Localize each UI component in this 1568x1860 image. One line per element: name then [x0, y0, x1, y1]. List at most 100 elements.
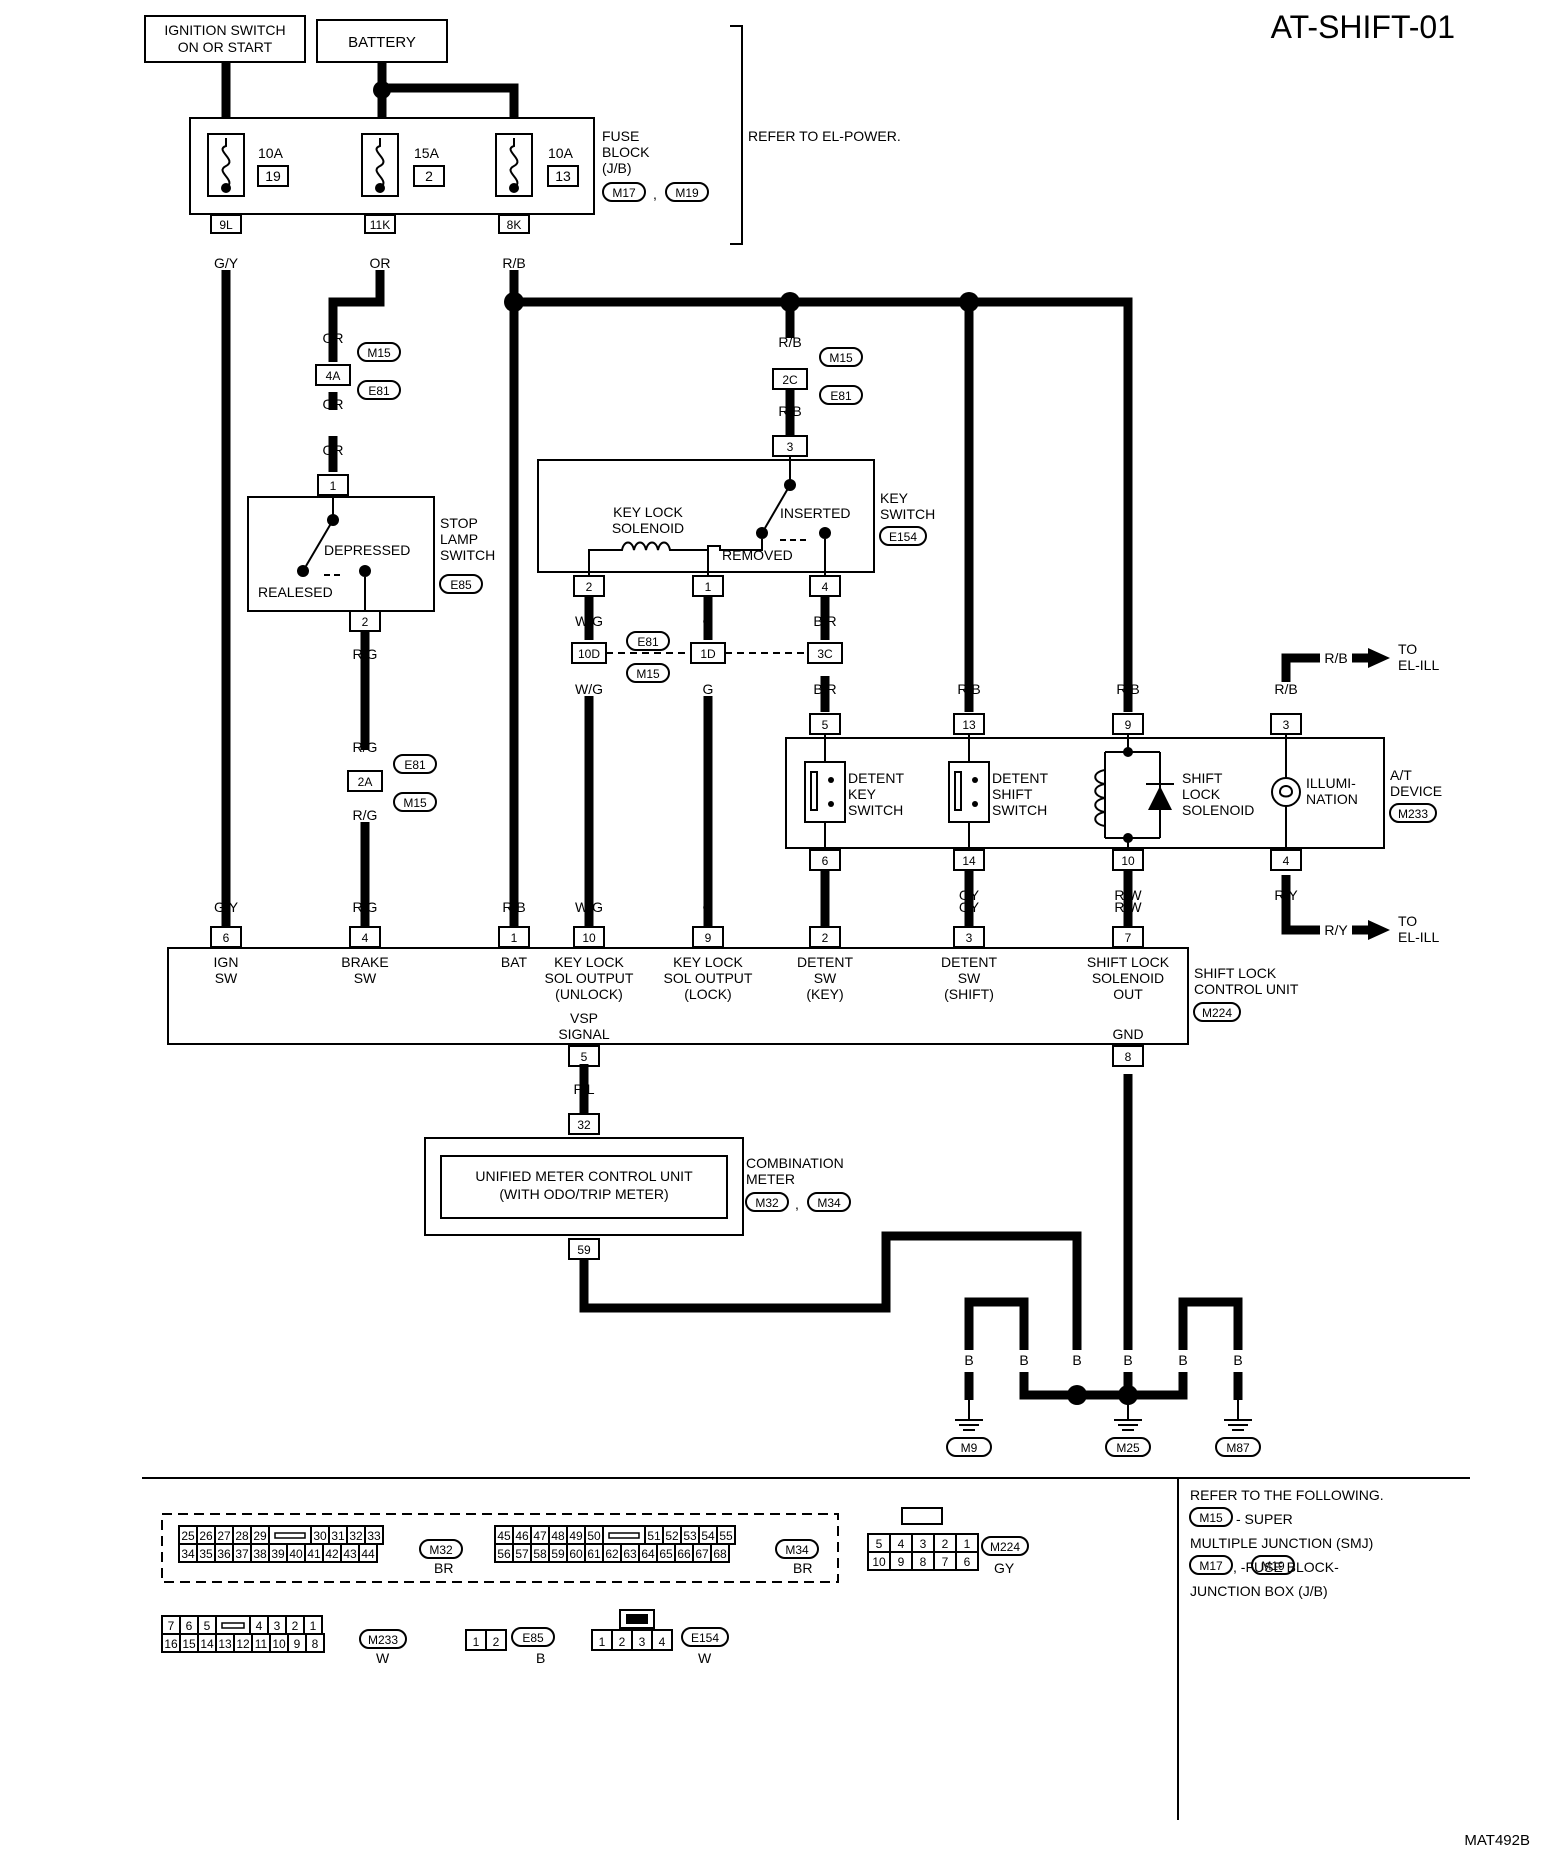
fuse-1-node: [221, 183, 231, 193]
fuse-2-amp: 15A: [414, 145, 440, 161]
key-wire-g-2: G: [703, 681, 714, 697]
cu-terminal-name: KEY LOCK: [554, 954, 624, 970]
key-switch: 3 INSERTED REMOVED KEY LOCK SOLENOID 2 1…: [537, 435, 935, 597]
control-unit-label-1: SHIFT LOCK: [1194, 965, 1277, 981]
cu-pin-box: [953, 926, 985, 948]
jrow-3c: 3C: [817, 647, 833, 661]
vsp-label-2: SIGNAL: [558, 1026, 610, 1042]
connector-cell-num: 8: [312, 1637, 319, 1651]
fuse-1-terminal: 9L: [219, 218, 233, 232]
ground-wire-1: B: [964, 1352, 973, 1368]
control-unit-label-2: CONTROL UNIT: [1194, 981, 1299, 997]
connector-cell-num: 62: [605, 1547, 619, 1561]
key-switch-contact-right: [819, 527, 831, 539]
meter-inner-2: (WITH ODO/TRIP METER): [499, 1186, 668, 1202]
connector-cell-num: 53: [683, 1529, 697, 1543]
el-ill-top-text-1: TO: [1398, 641, 1417, 657]
cu-pin: 10: [582, 931, 596, 945]
arrow-right-icon: [1368, 648, 1390, 668]
key-switch-connector: E154: [889, 530, 917, 544]
refer-note-m17: M17: [1199, 1559, 1223, 1573]
connector-cell-num: 44: [361, 1547, 375, 1561]
connector-cell-num: 39: [271, 1547, 285, 1561]
wire-meter-ground: [579, 1231, 1082, 1365]
key-switch-pin-4: 4: [822, 580, 829, 594]
j2a-terminal: 2A: [358, 775, 373, 789]
at-bottom-pin-4: 4: [1283, 854, 1290, 868]
stop-lamp-wire-out: R/G: [353, 646, 378, 662]
meter-comma: ,: [795, 1196, 799, 1212]
cu-pin: 6: [223, 931, 230, 945]
connector-cell-num: 2: [292, 1619, 299, 1633]
connector-cell-num: 45: [497, 1529, 511, 1543]
at-bottom-wire-1: L: [821, 879, 829, 895]
j2c-conn-2: E81: [830, 389, 852, 403]
connector-cell-num: 29: [253, 1529, 267, 1543]
detent-key-label-3: SWITCH: [848, 802, 903, 818]
cu-wire-label: R/W: [1114, 899, 1142, 915]
figure-id: MAT492B: [1464, 1832, 1530, 1849]
fuse-3-node: [509, 183, 519, 193]
cu-terminal-name: (LOCK): [684, 986, 731, 1002]
refer-note-line-2: - SUPER: [1236, 1511, 1293, 1527]
connector-cell-num: 40: [289, 1547, 303, 1561]
key-lock-solenoid-label-1: KEY LOCK: [613, 504, 683, 520]
connector-cell-num: 68: [713, 1547, 727, 1561]
connector-cell-num: 57: [515, 1547, 529, 1561]
to-el-ill-bottom: R/Y TO EL-ILL: [1312, 913, 1439, 945]
j4a-conn-2: E81: [368, 384, 390, 398]
combination-meter: 32 UNIFIED METER CONTROL UNIT (WITH ODO/…: [424, 1113, 851, 1292]
fuse-3-num: 13: [555, 168, 571, 184]
ground-wire-6: B: [1233, 1352, 1242, 1368]
at-device: B/R R/B R/B R/B 5 13 9 3 DETENT KEY SWIT…: [785, 681, 1442, 871]
key-switch-removed: REMOVED: [722, 547, 793, 563]
cu-wire-label: R/B: [502, 899, 525, 915]
connector-id-oval: [511, 1627, 555, 1647]
cu-terminal-name: (KEY): [806, 986, 843, 1002]
j4a-top: OR: [323, 330, 344, 346]
at-bottom-pin-3: 10: [1121, 854, 1135, 868]
connector-cell-num: 9: [294, 1637, 301, 1651]
cu-terminal-name: BRAKE: [341, 954, 388, 970]
connector-cell-num: 6: [186, 1619, 193, 1633]
fuse-2-terminal: 11K: [370, 218, 390, 232]
detent-shift-label-3: SWITCH: [992, 802, 1047, 818]
connector-cell-num: 42: [325, 1547, 339, 1561]
connector-cell-num: 4: [898, 1537, 905, 1551]
connector-cell-num: 31: [331, 1529, 345, 1543]
detent-key-label-1: DETENT: [848, 770, 904, 786]
meter-connector-2: M34: [817, 1196, 841, 1210]
connector-cell-num: 59: [551, 1547, 565, 1561]
vsp-wire: P/L: [573, 1081, 594, 1097]
refer-bracket: [730, 25, 743, 245]
key-wire-wg: W/G: [575, 613, 603, 629]
key-switch-pin-top: 3: [787, 440, 794, 454]
vsp-label-1: VSP: [570, 1010, 598, 1026]
key-lock-solenoid-label-2: SOLENOID: [612, 520, 684, 536]
m233-color: W: [376, 1650, 390, 1666]
connector-id-oval: [359, 1629, 407, 1649]
stop-lamp-depressed: DEPRESSED: [324, 542, 410, 558]
control-unit-connector: M224: [1202, 1006, 1232, 1020]
cu-wire-label: GY: [959, 899, 980, 915]
connector-cell-num: 1: [473, 1635, 480, 1649]
fuse-block-label-2: BLOCK: [602, 144, 650, 160]
shift-lock-solenoid-coil: [1094, 769, 1106, 827]
connector-cell-num: 46: [515, 1529, 529, 1543]
connector-cell-num: 5: [876, 1537, 883, 1551]
meter-wire-out: B: [579, 1276, 588, 1292]
battery-label: BATTERY: [348, 34, 416, 51]
connector-cell-num: 1: [599, 1635, 606, 1649]
connector-cell-num: 61: [587, 1547, 601, 1561]
stop-lamp-connector: E85: [450, 578, 472, 592]
cu-terminal-name: SOLENOID: [1092, 970, 1164, 986]
at-bottom-wire-2: GY: [959, 887, 980, 903]
connector-id-oval: [419, 1539, 463, 1559]
ground-wire-4: B: [1123, 1352, 1132, 1368]
stop-lamp-label-2: LAMP: [440, 531, 478, 547]
el-ill-bottom-text-1: TO: [1398, 913, 1417, 929]
j2c-bottom: R/B: [778, 403, 801, 419]
connector-cell-num: 34: [181, 1547, 195, 1561]
fuse-2-num: 2: [425, 168, 433, 184]
